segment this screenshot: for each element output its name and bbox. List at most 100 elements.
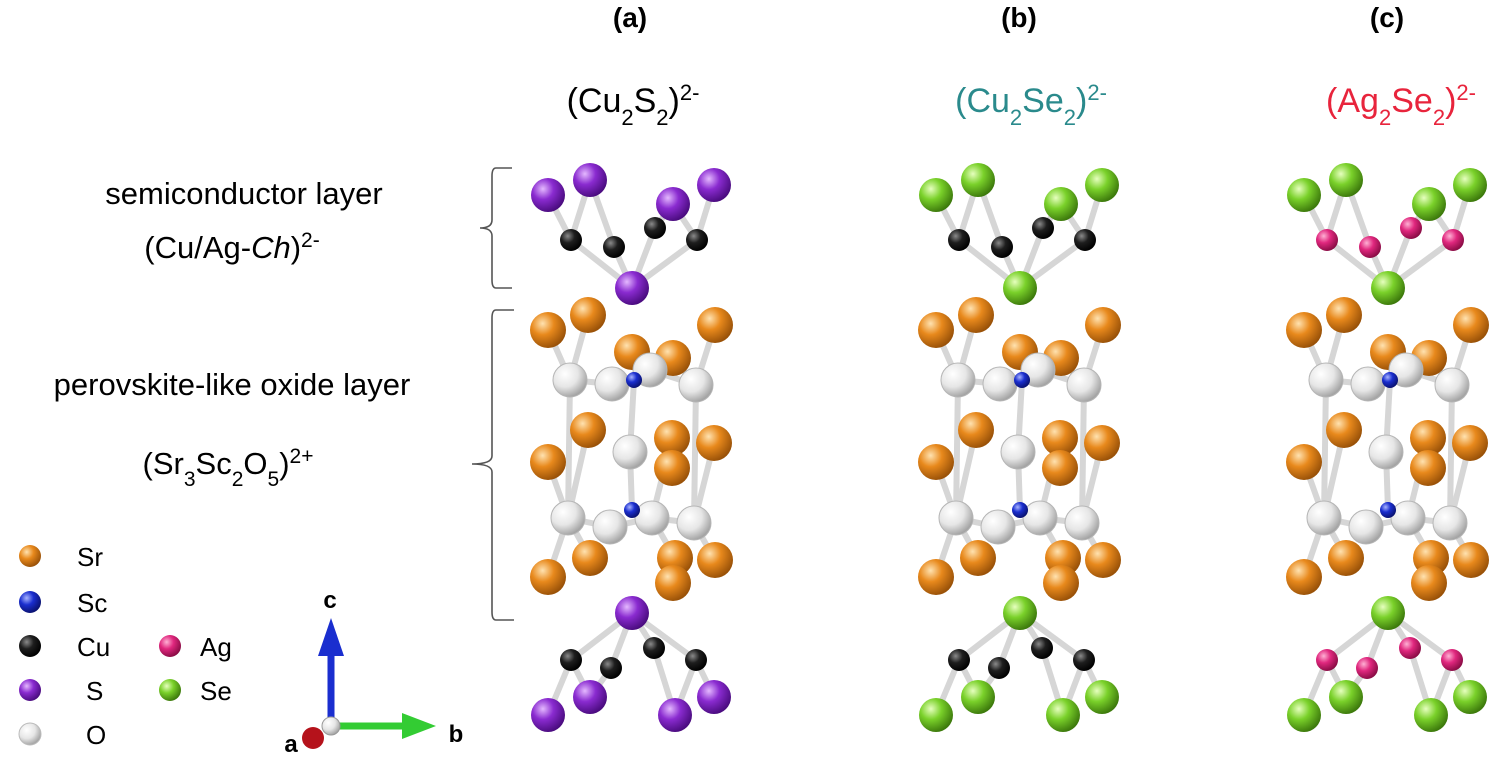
sr-atom-b-30 [960,540,996,576]
o-atom-b-24 [1000,434,1036,470]
sr-atom-b-31 [918,559,954,595]
ag-atom-c-43 [1441,649,1463,671]
semiconductor-layer-label: semiconductor layer [105,176,382,211]
panel-label-a: (a) [613,2,647,33]
panel-label-b: (b) [1001,2,1037,33]
legend-se-atom [159,679,181,701]
se-atom-b-0 [919,178,953,212]
legend-s-atom [19,679,41,701]
cu-atom-a-6 [603,236,625,258]
axis-c-arrowhead [318,618,344,656]
sr-atom-b-23 [1042,450,1078,486]
sr-atom-a-19 [570,412,606,448]
se-atom-b-3 [1085,168,1119,202]
sr-atom-c-23 [1410,450,1446,486]
o-atom-c-15 [1350,366,1386,402]
se-atom-b-38 [1046,698,1080,732]
sr-atom-a-9 [570,297,606,333]
o-atom-b-28 [1064,505,1100,541]
se-atom-c-36 [1287,698,1321,732]
o-atom-b-14 [940,362,976,398]
axis-origin [321,716,341,736]
s-atom-a-0 [531,178,565,212]
s-atom-a-4 [615,271,649,305]
bond-a-27 [565,377,573,521]
sr-atom-c-20 [1286,444,1322,480]
cu-atom-b-42 [1031,637,1053,659]
cu-atom-b-41 [988,657,1010,679]
se-atom-b-4 [1003,271,1037,305]
sr-atom-a-22 [696,425,732,461]
s-atom-a-38 [658,698,692,732]
cu-atom-a-5 [560,229,582,251]
s-atom-a-35 [615,596,649,630]
bond-b-28 [1079,382,1087,526]
sr-atom-a-20 [530,444,566,480]
legend-ag-atom [159,635,181,657]
se-atom-c-38 [1414,698,1448,732]
cu-atom-b-8 [1074,229,1096,251]
sr-atom-c-30 [1328,540,1364,576]
sr-atom-b-19 [958,412,994,448]
sr-atom-c-33 [1453,542,1489,578]
o-atom-a-26 [592,509,628,545]
s-atom-a-36 [531,698,565,732]
se-atom-c-39 [1453,680,1487,714]
formula-c: (Ag2Se2)2- [1326,80,1476,130]
bond-c-28 [1447,382,1455,526]
se-atom-c-1 [1329,163,1363,197]
cu-atom-a-40 [560,649,582,671]
o-atom-c-27 [1390,500,1426,536]
se-atom-b-37 [961,680,995,714]
s-atom-a-1 [573,163,607,197]
semiconductor-layer-formula: (Cu/Ag-Ch)2- [144,229,319,266]
sr-atom-a-23 [654,450,690,486]
ag-atom-c-6 [1359,236,1381,258]
oxide-layer-label: perovskite-like oxide layer [54,367,411,402]
cu-atom-a-7 [644,217,666,239]
se-atom-c-35 [1371,596,1405,630]
legend-s-label: S [86,676,103,706]
sr-atom-c-19 [1326,412,1362,448]
se-atom-b-1 [961,163,995,197]
panel-label-c: (c) [1370,2,1404,33]
sr-atom-c-13 [1453,307,1489,343]
se-atom-c-0 [1287,178,1321,212]
ag-atom-c-40 [1316,649,1338,671]
cu-atom-b-6 [991,236,1013,258]
o-atom-b-15 [982,366,1018,402]
bond-c-27 [1321,377,1329,521]
o-atom-b-25 [938,500,974,536]
legend-se-label: Se [200,676,232,706]
s-atom-a-37 [573,680,607,714]
sc-atom-a-18 [626,372,642,388]
oxide-layer-formula: (Sr3Sc2O5)2+ [143,445,314,491]
ag-atom-c-7 [1400,217,1422,239]
o-atom-a-25 [550,500,586,536]
sr-atom-b-13 [1085,307,1121,343]
o-atom-c-14 [1308,362,1344,398]
o-atom-b-17 [1066,367,1102,403]
sr-atom-b-10 [918,312,954,348]
oxide-layer-bracket [471,309,514,621]
axis-a-arrowhead [302,727,324,749]
o-atom-a-15 [594,366,630,402]
ag-atom-c-5 [1316,229,1338,251]
legend-sr-label: Sr [77,542,103,572]
sc-atom-b-18 [1014,372,1030,388]
sr-atom-a-34 [655,565,691,601]
sr-atom-c-31 [1286,559,1322,595]
legend-sc-atom [19,591,41,613]
cu-atom-b-40 [948,649,970,671]
cu-atom-a-41 [600,657,622,679]
sr-atom-a-31 [530,559,566,595]
se-atom-b-39 [1085,680,1119,714]
sc-atom-b-29 [1012,502,1028,518]
o-atom-c-28 [1432,505,1468,541]
structure-panel-b [918,163,1121,732]
o-atom-c-17 [1434,367,1470,403]
legend-o-atom [18,722,42,746]
sr-atom-b-22 [1084,425,1120,461]
axis-c-label: c [323,587,336,614]
